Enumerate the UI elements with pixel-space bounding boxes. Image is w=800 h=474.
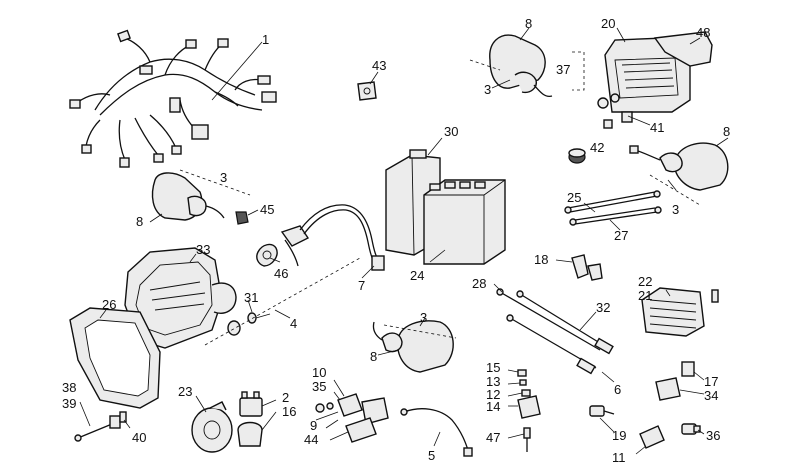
callout-39: 39	[62, 396, 76, 411]
callout-23: 23	[178, 384, 192, 399]
callout-20: 20	[601, 16, 615, 31]
turn-signal-front-right	[372, 317, 457, 373]
connector-36	[681, 423, 705, 435]
callout-21: 21	[638, 288, 652, 303]
callout-labels: 1 43 8 3 20 48 37 41 42 8 3 25 27 30 24 …	[62, 16, 730, 465]
callout-22: 22	[638, 274, 652, 289]
terminal-47	[507, 427, 531, 452]
turn-signal-front-left	[149, 169, 259, 225]
tail-light-assembly	[572, 27, 713, 129]
auxiliary-cables	[493, 283, 615, 383]
ground-cable	[400, 408, 473, 457]
callout-6: 6	[614, 382, 621, 397]
callout-38: 38	[62, 380, 76, 395]
callout-3-lower: 3	[420, 310, 427, 325]
callout-8-right: 8	[723, 124, 730, 139]
callout-12: 12	[486, 387, 500, 402]
callout-16: 16	[282, 404, 296, 419]
callout-45: 45	[260, 202, 274, 217]
callout-11: 11	[612, 450, 626, 465]
callout-42: 42	[590, 140, 604, 155]
callout-5: 5	[428, 448, 435, 463]
turn-signal-rear-right	[629, 137, 729, 206]
callout-40: 40	[132, 430, 146, 445]
callout-4: 4	[290, 316, 297, 331]
callout-33: 33	[196, 242, 210, 257]
bezel-screws	[74, 401, 131, 442]
callout-17: 17	[704, 374, 718, 389]
callout-31: 31	[244, 290, 258, 305]
horn	[191, 395, 233, 453]
callout-3-right: 3	[672, 202, 679, 217]
headlight-bezel	[69, 307, 161, 409]
callout-36: 36	[706, 428, 720, 443]
callout-46: 46	[274, 266, 288, 281]
callout-15: 15	[486, 360, 500, 375]
callout-2: 2	[282, 390, 289, 405]
ignition-switch	[315, 379, 389, 443]
callout-1: 1	[262, 32, 269, 47]
battery-and-cover	[385, 137, 506, 265]
callout-8-top: 8	[525, 16, 532, 31]
callout-37: 37	[556, 62, 570, 77]
relay-17-34	[655, 361, 705, 401]
callout-24: 24	[410, 268, 424, 283]
callout-28: 28	[472, 276, 486, 291]
sensor-19	[589, 405, 615, 433]
callout-48: 48	[696, 25, 710, 40]
turn-signal-rear-left	[469, 27, 553, 98]
callout-3-left: 3	[220, 170, 227, 185]
wiring-harness	[69, 29, 277, 168]
headlight-mount-hardware	[204, 257, 361, 346]
fuse-holder	[507, 369, 541, 419]
callout-43: 43	[372, 58, 386, 73]
callout-3-top: 3	[484, 82, 491, 97]
callout-18: 18	[534, 252, 548, 267]
callout-13: 13	[486, 374, 500, 389]
headlight-socket-wire	[256, 204, 385, 279]
callout-9: 9	[310, 418, 317, 433]
headlight-assembly	[124, 247, 237, 349]
callout-32: 32	[596, 300, 610, 315]
bracket-18	[555, 254, 603, 281]
callout-41: 41	[650, 120, 664, 135]
clip-43	[357, 71, 379, 101]
callout-47: 47	[486, 430, 500, 445]
callout-8-left: 8	[136, 214, 143, 229]
callout-26: 26	[102, 297, 116, 312]
bracket-11	[635, 425, 665, 455]
grommet-42	[568, 148, 586, 164]
callout-10: 10	[312, 365, 326, 380]
callout-30: 30	[444, 124, 458, 139]
callout-27: 27	[614, 228, 628, 243]
callout-8-lower: 8	[370, 349, 377, 364]
callout-19: 19	[612, 428, 626, 443]
callout-7: 7	[358, 278, 365, 293]
callout-44: 44	[304, 432, 318, 447]
callout-35: 35	[312, 379, 326, 394]
callout-14: 14	[486, 399, 500, 414]
callout-25: 25	[567, 190, 581, 205]
battery-cables	[564, 190, 662, 231]
voltage-regulator	[641, 287, 719, 337]
relay-and-holder	[237, 391, 277, 447]
callout-34: 34	[704, 388, 718, 403]
